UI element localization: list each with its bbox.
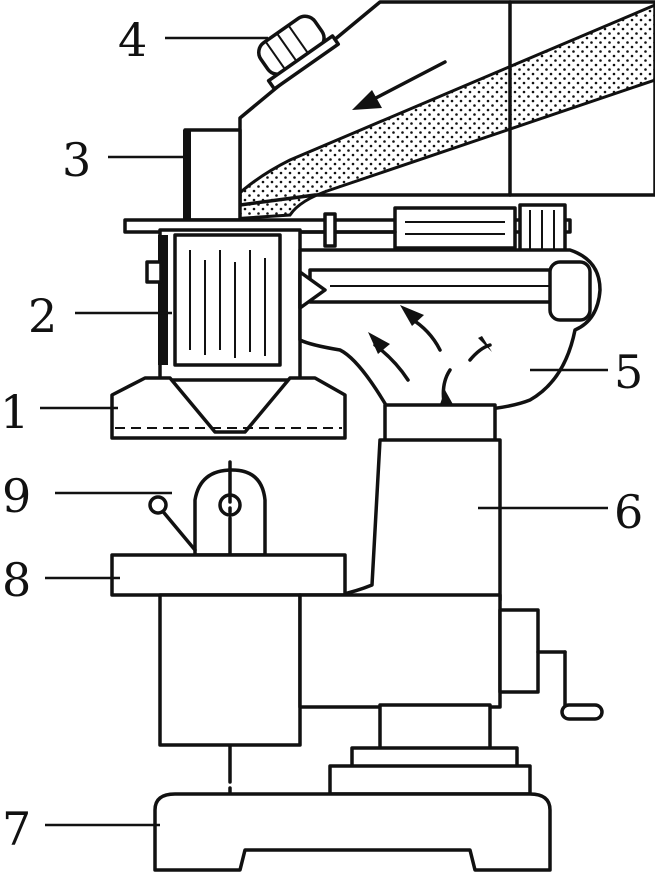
label-1: 1 [0,385,29,439]
label-7: 7 [2,802,31,856]
die-mould [145,228,302,382]
part-labels: 4 3 2 1 5 6 9 8 7 [0,13,643,856]
label-6: 6 [614,485,643,539]
work-table [110,553,347,597]
label-4: 4 [118,13,147,67]
tray [110,376,347,440]
vibrator-motor [256,14,341,91]
base [153,746,552,872]
leader-lines [40,36,608,827]
feed-chute [183,128,242,222]
label-8: 8 [2,553,31,607]
label-5: 5 [614,345,643,399]
die-hatching [189,250,266,358]
lower-body [158,593,604,752]
flow-arrow [352,60,447,110]
handwheel-crank [536,650,604,721]
clamp [148,460,267,822]
hopper [211,0,655,222]
press-head [298,248,602,414]
label-2: 2 [28,289,57,343]
label-3: 3 [62,133,91,187]
label-9: 9 [2,469,31,523]
